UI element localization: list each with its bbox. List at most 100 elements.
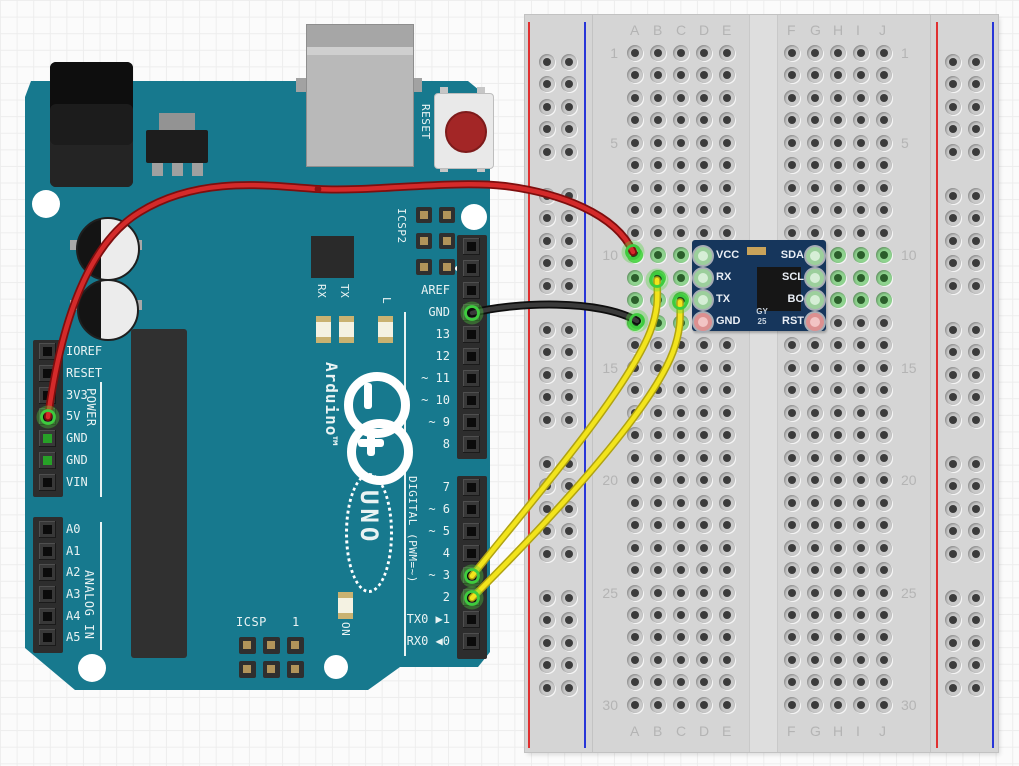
- rail-hole[interactable]: [968, 657, 984, 674]
- rail-hole[interactable]: [945, 411, 961, 428]
- breadboard-hole-J15[interactable]: [876, 359, 892, 376]
- breadboard-hole-E15[interactable]: [719, 359, 735, 376]
- rail-hole[interactable]: [539, 679, 555, 696]
- icsp2-pin[interactable]: [416, 259, 432, 275]
- breadboard-hole-G2[interactable]: [807, 67, 823, 84]
- breadboard-hole-D30[interactable]: [696, 696, 712, 713]
- breadboard-hole-B10[interactable]: [650, 247, 666, 264]
- breadboard-hole-F23[interactable]: [784, 539, 800, 556]
- rail-hole[interactable]: [561, 411, 577, 428]
- breadboard-hole-A6[interactable]: [627, 157, 643, 174]
- breadboard-hole-E21[interactable]: [719, 494, 735, 511]
- pin-digital-2[interactable]: [463, 589, 480, 606]
- breadboard-hole-J8[interactable]: [876, 202, 892, 219]
- breadboard-hole-E7[interactable]: [719, 179, 735, 196]
- breadboard-hole-J10[interactable]: [876, 247, 892, 264]
- breadboard-hole-F4[interactable]: [784, 112, 800, 129]
- breadboard-hole-E5[interactable]: [719, 134, 735, 151]
- rail-hole[interactable]: [539, 657, 555, 674]
- rail-hole[interactable]: [968, 121, 984, 138]
- breadboard-hole-J25[interactable]: [876, 584, 892, 601]
- rail-hole[interactable]: [561, 634, 577, 651]
- breadboard-hole-H24[interactable]: [830, 562, 846, 579]
- breadboard-hole-H12[interactable]: [830, 292, 846, 309]
- breadboard-hole-D22[interactable]: [696, 517, 712, 534]
- pin-analog-A2[interactable]: [39, 564, 56, 581]
- breadboard-hole-F3[interactable]: [784, 89, 800, 106]
- pin-digital-~5[interactable]: [463, 523, 480, 540]
- rail-hole[interactable]: [968, 411, 984, 428]
- rail-hole[interactable]: [561, 277, 577, 294]
- breadboard-hole-C21[interactable]: [673, 494, 689, 511]
- module-pin-SCL[interactable]: [806, 269, 824, 287]
- breadboard-hole-G9[interactable]: [807, 224, 823, 241]
- breadboard-hole-A2[interactable]: [627, 67, 643, 84]
- rail-hole[interactable]: [539, 277, 555, 294]
- breadboard-hole-F19[interactable]: [784, 449, 800, 466]
- breadboard-hole-A26[interactable]: [627, 607, 643, 623]
- pin-aref-AREF[interactable]: [463, 282, 480, 299]
- breadboard-hole-I23[interactable]: [853, 539, 869, 556]
- breadboard-hole-D24[interactable]: [696, 562, 712, 579]
- rail-hole[interactable]: [945, 98, 961, 115]
- breadboard-hole-I5[interactable]: [853, 134, 869, 151]
- rail-hole[interactable]: [539, 545, 555, 562]
- breadboard-hole-H11[interactable]: [830, 269, 846, 286]
- rail-hole[interactable]: [561, 590, 577, 606]
- breadboard-hole-E20[interactable]: [719, 472, 735, 489]
- rail-hole[interactable]: [968, 344, 984, 361]
- breadboard-hole-I11[interactable]: [853, 269, 869, 286]
- icsp-pin[interactable]: [263, 637, 280, 654]
- rail-hole[interactable]: [561, 121, 577, 138]
- pin-aref-8[interactable]: [463, 436, 480, 453]
- breadboard-hole-C29[interactable]: [673, 674, 689, 691]
- breadboard-hole-A27[interactable]: [627, 629, 643, 646]
- breadboard-hole-D19[interactable]: [696, 449, 712, 466]
- breadboard-hole-E18[interactable]: [719, 427, 735, 444]
- breadboard-hole-B17[interactable]: [650, 404, 666, 421]
- rail-hole[interactable]: [968, 456, 984, 472]
- reset-button[interactable]: [445, 111, 487, 153]
- breadboard-hole-H10[interactable]: [830, 247, 846, 264]
- rail-hole[interactable]: [945, 143, 961, 160]
- breadboard-hole-I2[interactable]: [853, 67, 869, 84]
- breadboard-hole-B13[interactable]: [650, 314, 666, 331]
- breadboard-hole-E1[interactable]: [719, 45, 735, 61]
- rail-hole[interactable]: [945, 478, 961, 495]
- breadboard-hole-F30[interactable]: [784, 696, 800, 713]
- breadboard-hole-E22[interactable]: [719, 517, 735, 534]
- breadboard-hole-A17[interactable]: [627, 404, 643, 421]
- breadboard-hole-C24[interactable]: [673, 562, 689, 579]
- breadboard-hole-I18[interactable]: [853, 427, 869, 444]
- breadboard-hole-A21[interactable]: [627, 494, 643, 511]
- pin-aref-~11[interactable]: [463, 370, 480, 387]
- breadboard-hole-H13[interactable]: [830, 314, 846, 331]
- breadboard-hole-J12[interactable]: [876, 292, 892, 309]
- rail-hole[interactable]: [539, 500, 555, 517]
- rail-hole[interactable]: [968, 523, 984, 540]
- breadboard-hole-E25[interactable]: [719, 584, 735, 601]
- breadboard-hole-G25[interactable]: [807, 584, 823, 601]
- breadboard-hole-D25[interactable]: [696, 584, 712, 601]
- icsp2-pin[interactable]: [416, 207, 432, 223]
- breadboard-hole-F14[interactable]: [784, 337, 800, 354]
- breadboard-hole-E3[interactable]: [719, 89, 735, 106]
- breadboard-hole-F29[interactable]: [784, 674, 800, 691]
- breadboard-hole-G17[interactable]: [807, 404, 823, 421]
- breadboard-hole-G29[interactable]: [807, 674, 823, 691]
- breadboard-hole-I13[interactable]: [853, 314, 869, 331]
- rail-hole[interactable]: [945, 590, 961, 606]
- pin-digital-RX0◀0[interactable]: [463, 633, 480, 650]
- breadboard-hole-B30[interactable]: [650, 696, 666, 713]
- breadboard-hole-H18[interactable]: [830, 427, 846, 444]
- breadboard-hole-B27[interactable]: [650, 629, 666, 646]
- rail-hole[interactable]: [539, 322, 555, 338]
- breadboard-hole-F2[interactable]: [784, 67, 800, 84]
- rail-hole[interactable]: [561, 366, 577, 383]
- breadboard-hole-G24[interactable]: [807, 562, 823, 579]
- breadboard-hole-C17[interactable]: [673, 404, 689, 421]
- breadboard-hole-J29[interactable]: [876, 674, 892, 691]
- breadboard-hole-B28[interactable]: [650, 651, 666, 668]
- breadboard-hole-B25[interactable]: [650, 584, 666, 601]
- pin-power-3V3[interactable]: [39, 387, 56, 404]
